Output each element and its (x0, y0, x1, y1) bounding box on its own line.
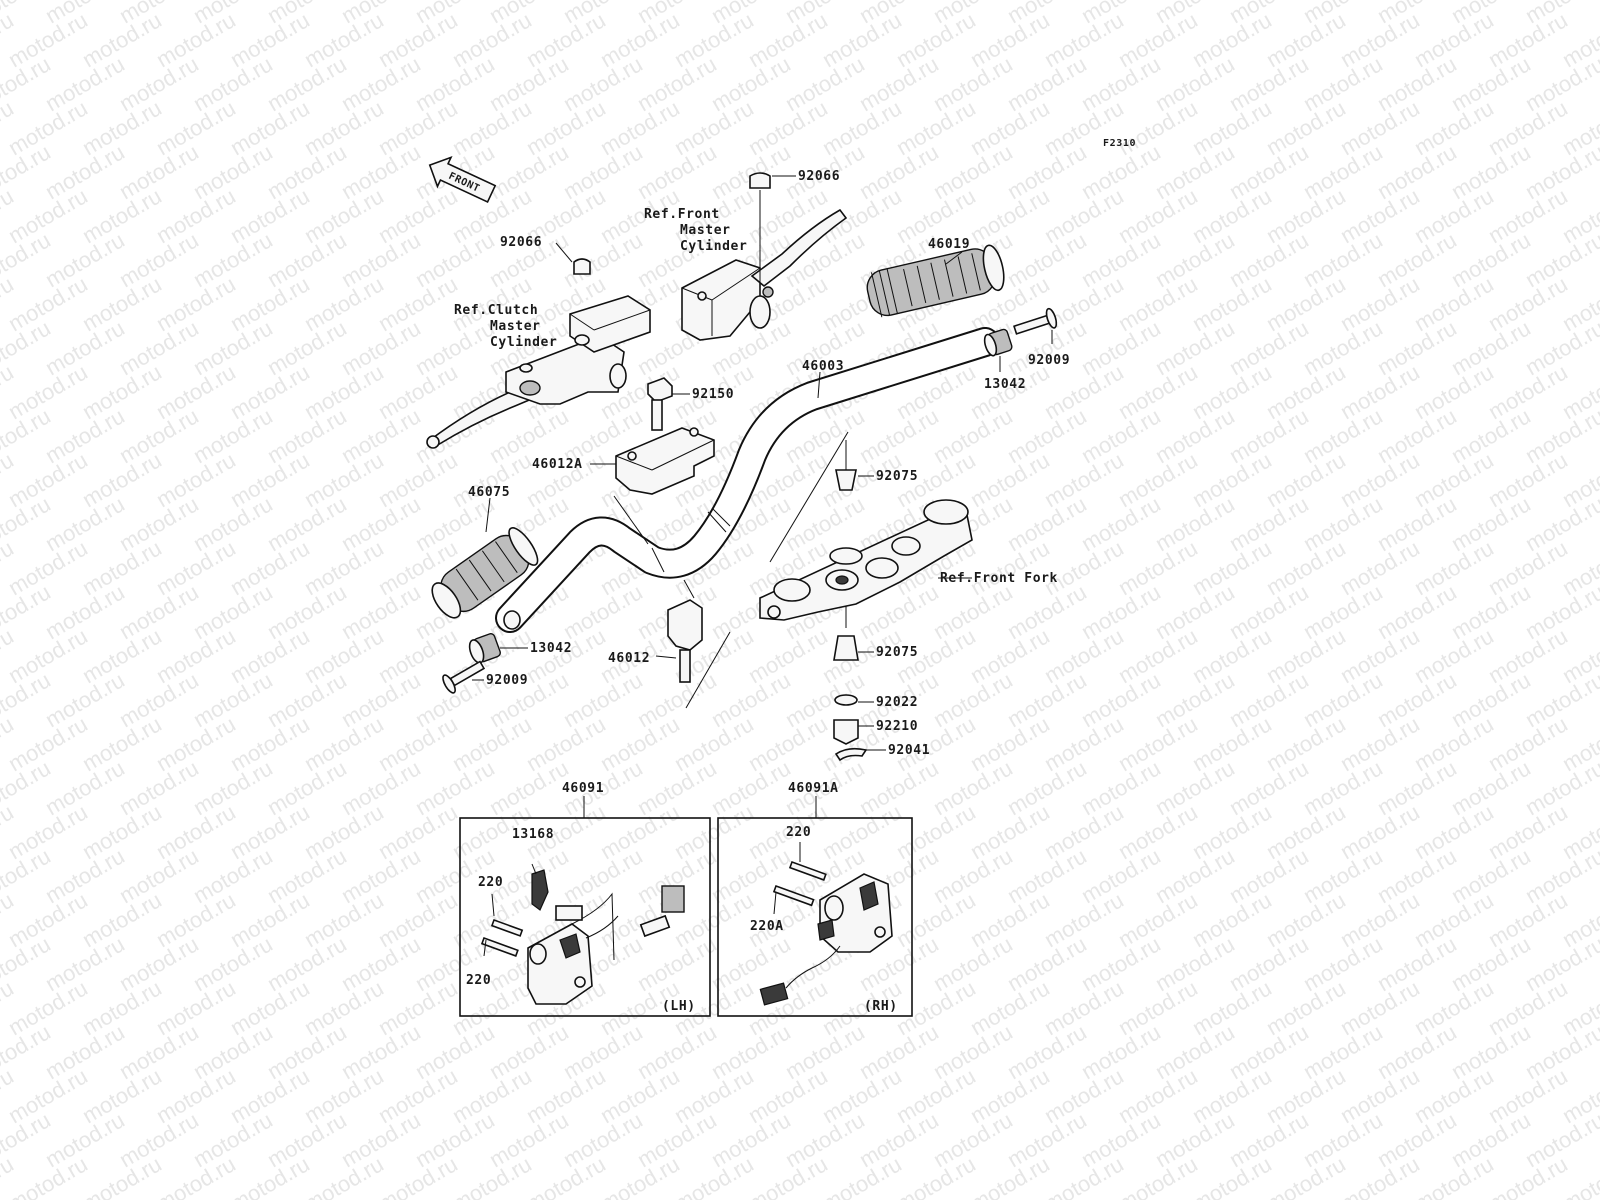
label-92066-top: 92066 (798, 169, 840, 184)
label-lh-220-a: 220 (478, 875, 503, 890)
label-92150: 92150 (692, 387, 734, 402)
label-lh-side: (LH) (662, 999, 696, 1014)
grip-46075 (431, 527, 539, 619)
front-master-cylinder (681, 208, 848, 341)
label-92210: 92210 (876, 719, 918, 734)
handlebar-46003 (495, 327, 1000, 633)
label-92075-top: 92075 (876, 469, 918, 484)
front-fork-clamp (759, 499, 973, 621)
label-92066-left: 92066 (500, 235, 542, 250)
cap-92066-left (573, 258, 591, 275)
label-ref-clutch-master-2: Master (490, 319, 541, 334)
label-46075: 46075 (468, 485, 510, 500)
label-ref-front-master-1: Ref.Front (644, 207, 720, 222)
label-ref-front-master-2: Master (680, 223, 731, 238)
label-lh-220-b: 220 (466, 973, 491, 988)
label-92009-right: 92009 (1028, 353, 1070, 368)
label-46091A: 46091A (788, 781, 839, 796)
pin-92041 (834, 747, 868, 762)
label-13042-right: 13042 (984, 377, 1026, 392)
nut-92210 (833, 719, 859, 745)
washer-92022 (834, 694, 858, 706)
label-rh-220A: 220A (750, 919, 784, 934)
damper-92075-bottom (833, 635, 859, 661)
switch-box-lh (459, 817, 711, 1017)
clutch-master-cylinder (426, 295, 651, 449)
bolt-92150 (647, 377, 673, 431)
label-92075-bottom: 92075 (876, 645, 918, 660)
label-ref-front-master-3: Cylinder (680, 239, 747, 254)
label-46003: 46003 (802, 359, 844, 374)
label-rh-side: (RH) (864, 999, 898, 1014)
bolt-92009-right (1013, 307, 1058, 335)
holder-46012 (667, 599, 703, 683)
label-lh-13168: 13168 (512, 827, 554, 842)
label-92041: 92041 (888, 743, 930, 758)
cap-92066-top (749, 172, 771, 189)
label-46012: 46012 (608, 651, 650, 666)
holder-46012A (615, 427, 715, 495)
label-92022: 92022 (876, 695, 918, 710)
watermark-text: motod.ru (1595, 0, 1600, 28)
label-92009-left: 92009 (486, 673, 528, 688)
label-13042-left: 13042 (530, 641, 572, 656)
figure-code: F2310 (1103, 138, 1136, 149)
grip-46019 (866, 244, 1005, 318)
bolt-92009-left (442, 660, 486, 694)
label-46012A: 46012A (532, 457, 583, 472)
label-rh-220: 220 (786, 825, 811, 840)
damper-92075-top (835, 469, 857, 491)
label-ref-clutch-master-1: Ref.Clutch (454, 303, 538, 318)
bar-end-13042-right (983, 328, 1013, 357)
label-46019: 46019 (928, 237, 970, 252)
label-ref-front-fork: Ref.Front Fork (940, 571, 1058, 586)
label-46091: 46091 (562, 781, 604, 796)
switch-box-rh (717, 817, 913, 1017)
label-ref-clutch-master-3: Cylinder (490, 335, 557, 350)
